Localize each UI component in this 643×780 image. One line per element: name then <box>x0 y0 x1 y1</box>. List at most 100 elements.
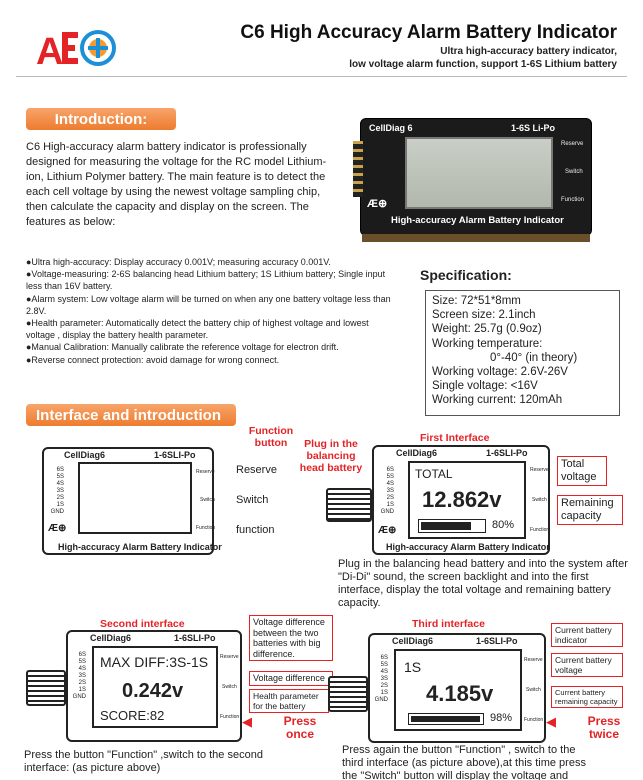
diagram-lcd: 1S 4.185v 98% <box>394 649 522 731</box>
side-button-function: Function <box>530 527 550 533</box>
lcd-percent: 98% <box>490 712 513 724</box>
spec-line: Single voltage: <16V <box>432 380 538 393</box>
side-button-switch: Switch <box>200 497 215 503</box>
label-switch: Switch <box>236 494 269 506</box>
side-button-reserve: Reserve <box>524 657 543 663</box>
device-pcb-edge <box>362 234 590 242</box>
third-interface-title: Third interface <box>412 618 485 630</box>
device-button-function: Function <box>561 197 585 203</box>
diagram-lcd: TOTAL 12.862v 80% <box>408 461 526 539</box>
device-pin-header <box>353 141 363 197</box>
callout-total-voltage: Total voltage <box>557 456 607 486</box>
first-interface-title: First Interface <box>420 432 490 444</box>
intro-paragraph: C6 High-accuracy alarm battery indicator… <box>26 141 327 228</box>
side-button-switch: Switch <box>526 687 541 693</box>
side-button-reserve: Reserve <box>530 467 549 473</box>
diagram-caption: High-accuracy Alarm Battery Indicator <box>386 542 550 552</box>
callout-current-battery-indicator: Current battery indicator <box>551 623 623 647</box>
lcd-total-voltage: 12.862v <box>422 487 502 512</box>
diagram-brand: CellDiag6 <box>90 633 132 643</box>
first-interface-desc: Plug in the balancing head battery and i… <box>338 558 628 609</box>
lcd-battery-bar <box>418 519 486 533</box>
third-interface-desc-3: the "Switch" button will display the vol… <box>342 770 569 780</box>
diagram-model: 1-6SLI-Po <box>174 633 216 643</box>
diagram-caption: High-accuracy Alarm Battery Indicator <box>58 542 222 552</box>
device-button-reserve: Reserve <box>561 141 584 147</box>
product-photo: CellDiag 6 1-6S Li-Po Reserve Switch Fun… <box>352 118 602 246</box>
device-lcd <box>405 137 553 209</box>
callout-voltage-difference: Voltage difference <box>249 671 333 686</box>
press-twice-label: Press twice <box>587 714 621 741</box>
spec-box: Size: 72*51*8mm Screen size: 2.1inch Wei… <box>425 290 620 416</box>
balance-plug <box>26 670 66 706</box>
header-divider <box>16 76 627 77</box>
lcd-total-label: TOTAL <box>415 467 453 481</box>
spec-line: Working current: 120mAh <box>432 394 563 407</box>
lcd-diff-voltage: 0.242v <box>122 680 184 702</box>
feature-item: ●Alarm system: Low voltage alarm will be… <box>26 293 391 316</box>
balance-plug <box>328 676 368 712</box>
intro-heading: Introduction: <box>26 108 176 130</box>
spec-line: 0°-40° (in theory) <box>490 351 578 364</box>
diagram-model: 1-6SLI-Po <box>486 448 528 458</box>
press-arrow-icon: ◀ <box>546 714 556 729</box>
interface-heading: Interface and introduction <box>26 404 236 426</box>
side-button-reserve: Reserve <box>196 469 215 475</box>
spec-line: Working temperature: <box>432 337 543 350</box>
diagram-brand: CellDiag6 <box>392 636 434 646</box>
function-button-label: Function button <box>248 425 294 449</box>
side-button-function: Function <box>220 714 240 720</box>
diagram-logo: Æ⊕ <box>378 525 397 536</box>
diagram-logo: Æ⊕ <box>48 523 67 534</box>
second-interface-title: Second interface <box>100 618 185 630</box>
side-button-switch: Switch <box>222 684 237 690</box>
second-interface-desc-1: Press the button "Function" ,switch to t… <box>24 749 263 761</box>
feature-item: ●Ultra high-accuracy: Display accuracy 0… <box>26 257 331 267</box>
device-button-switch: Switch <box>565 169 583 175</box>
spec-line: Weight: 25.7g (0.9oz) <box>432 323 542 336</box>
lcd-battery-bar <box>408 713 484 725</box>
spec-line: Screen size: 2.1inch <box>432 309 536 322</box>
feature-item: ●Health parameter: Automatically detect … <box>26 318 369 341</box>
callout-remaining-capacity: Remaining capacity <box>557 495 623 525</box>
svg-text:A: A <box>36 31 63 73</box>
feature-item: ●Voltage-measuring: 2-6S balancing head … <box>26 269 386 292</box>
spec-heading: Specification: <box>420 267 512 283</box>
diagram-lcd: MAX DIFF:3S-1S 0.242v SCORE:82 <box>92 646 218 728</box>
brand-logo: A <box>34 24 124 76</box>
device-model: 1-6S Li-Po <box>511 123 556 133</box>
third-interface-desc-1: Press again the button "Function" , swit… <box>342 744 576 756</box>
diagram-brand: CellDiag6 <box>396 448 438 458</box>
label-reserve: Reserve <box>236 464 277 476</box>
page-subtitle-line-1: Ultra high-accuracy battery indicator, <box>440 46 617 57</box>
plug-in-label: Plug in the balancing head battery <box>299 438 363 474</box>
device-logo-mark: Æ⊕ <box>367 198 388 210</box>
lcd-cell-label: 1S <box>404 659 422 675</box>
callout-current-battery-capacity: Current battery remaining capacity <box>551 686 623 708</box>
balance-plug <box>326 488 372 522</box>
spec-line: Size: 72*51*8mm <box>432 295 521 307</box>
side-button-function: Function <box>196 525 216 531</box>
diagram-model: 1-6SLI-Po <box>154 450 196 460</box>
side-button-reserve: Reserve <box>220 654 239 660</box>
side-button-switch: Switch <box>532 497 547 503</box>
spec-line: Working voltage: 2.6V-26V <box>432 366 568 379</box>
device-body: CellDiag 6 1-6S Li-Po Reserve Switch Fun… <box>353 118 592 236</box>
lcd-cell-voltage: 4.185v <box>426 681 494 706</box>
device-brand: CellDiag 6 <box>369 123 413 133</box>
lcd-percent: 80% <box>492 519 515 531</box>
page-subtitle-line-2: low voltage alarm function, support 1-6S… <box>349 59 617 70</box>
callout-health-parameter: Health parameter for the battery <box>249 689 329 713</box>
diagram-brand: CellDiag6 <box>64 450 106 460</box>
features-list: ●Ultra high-accuracy: Display accuracy 0… <box>26 256 398 366</box>
lcd-max-diff: MAX DIFF:3S-1S <box>100 654 209 670</box>
diagram-model: 1-6SLI-Po <box>476 636 518 646</box>
